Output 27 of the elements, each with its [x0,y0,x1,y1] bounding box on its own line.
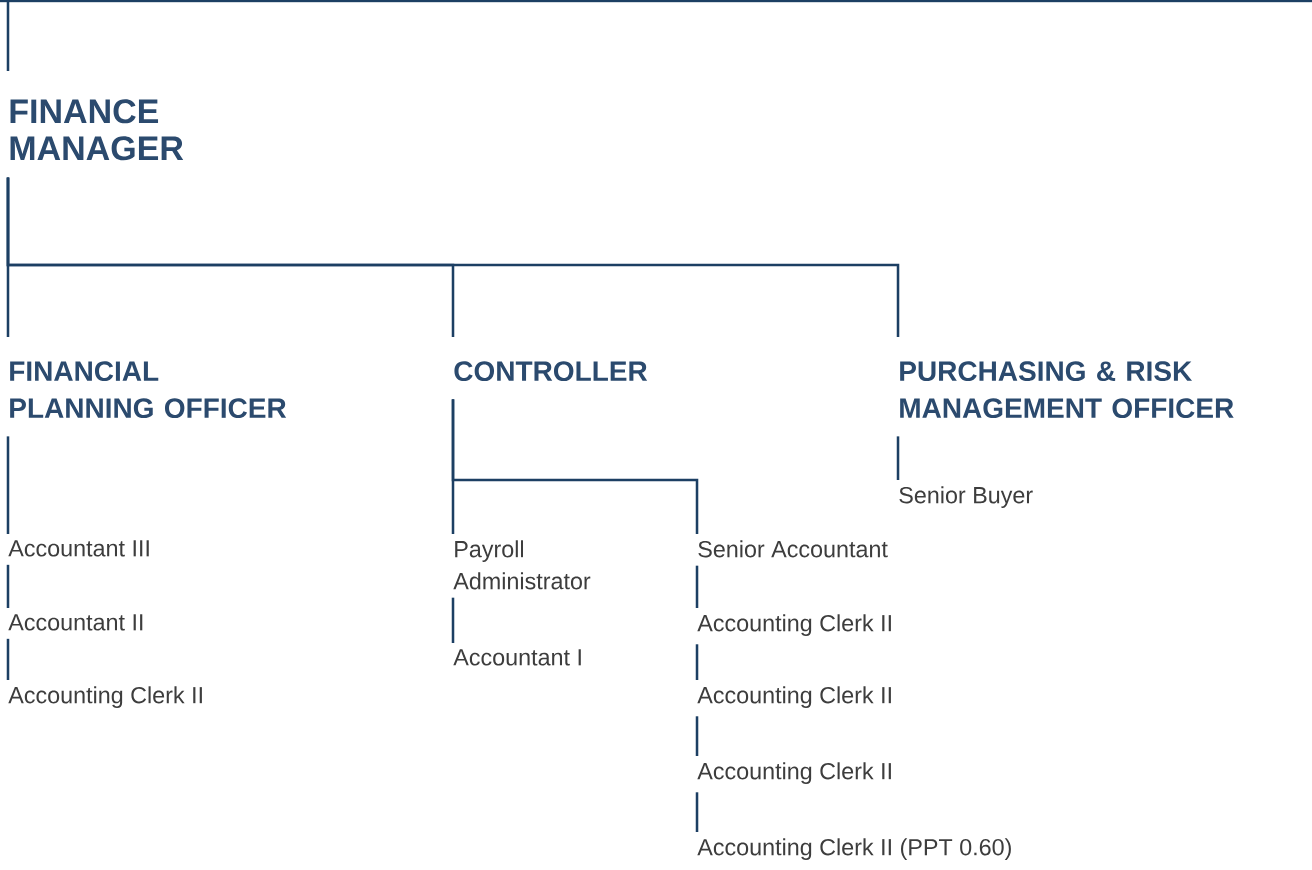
role-label: Payroll Administrator [453,540,591,590]
connector-line [896,436,900,480]
connector-line [695,565,699,608]
connector-line [695,644,699,680]
connector-line [6,436,10,534]
connector-line [6,177,900,337]
role-label: Accounting Clerk II [697,614,891,637]
connector-line [451,597,455,643]
role-label: Accounting Clerk II [8,686,202,709]
connector-line [695,792,699,832]
role-label: Senior Accountant [698,540,888,558]
connector-line [451,399,699,534]
role-label: Accounting Clerk II [697,686,891,709]
role-title: FINANCE MANAGER [10,99,184,161]
role-label: Accountant III [8,540,149,557]
role-title: CONTROLLER [454,361,648,382]
role-label: Accounting Clerk II [697,762,891,785]
role-label: Accountant I [453,649,581,666]
role-label: Accountant II [8,614,143,631]
role-title: PURCHASING & RISK MANAGEMENT OFFICER [900,361,1234,419]
connector-line [6,564,10,608]
role-label: Senior Buyer [899,486,1033,509]
role-label: Accounting Clerk II (PPT 0.60) [697,838,1011,861]
connector-line [695,716,699,756]
connector-line [6,638,10,680]
role-title: FINANCIAL PLANNING OFFICER [10,361,287,419]
connector-line [6,0,10,71]
